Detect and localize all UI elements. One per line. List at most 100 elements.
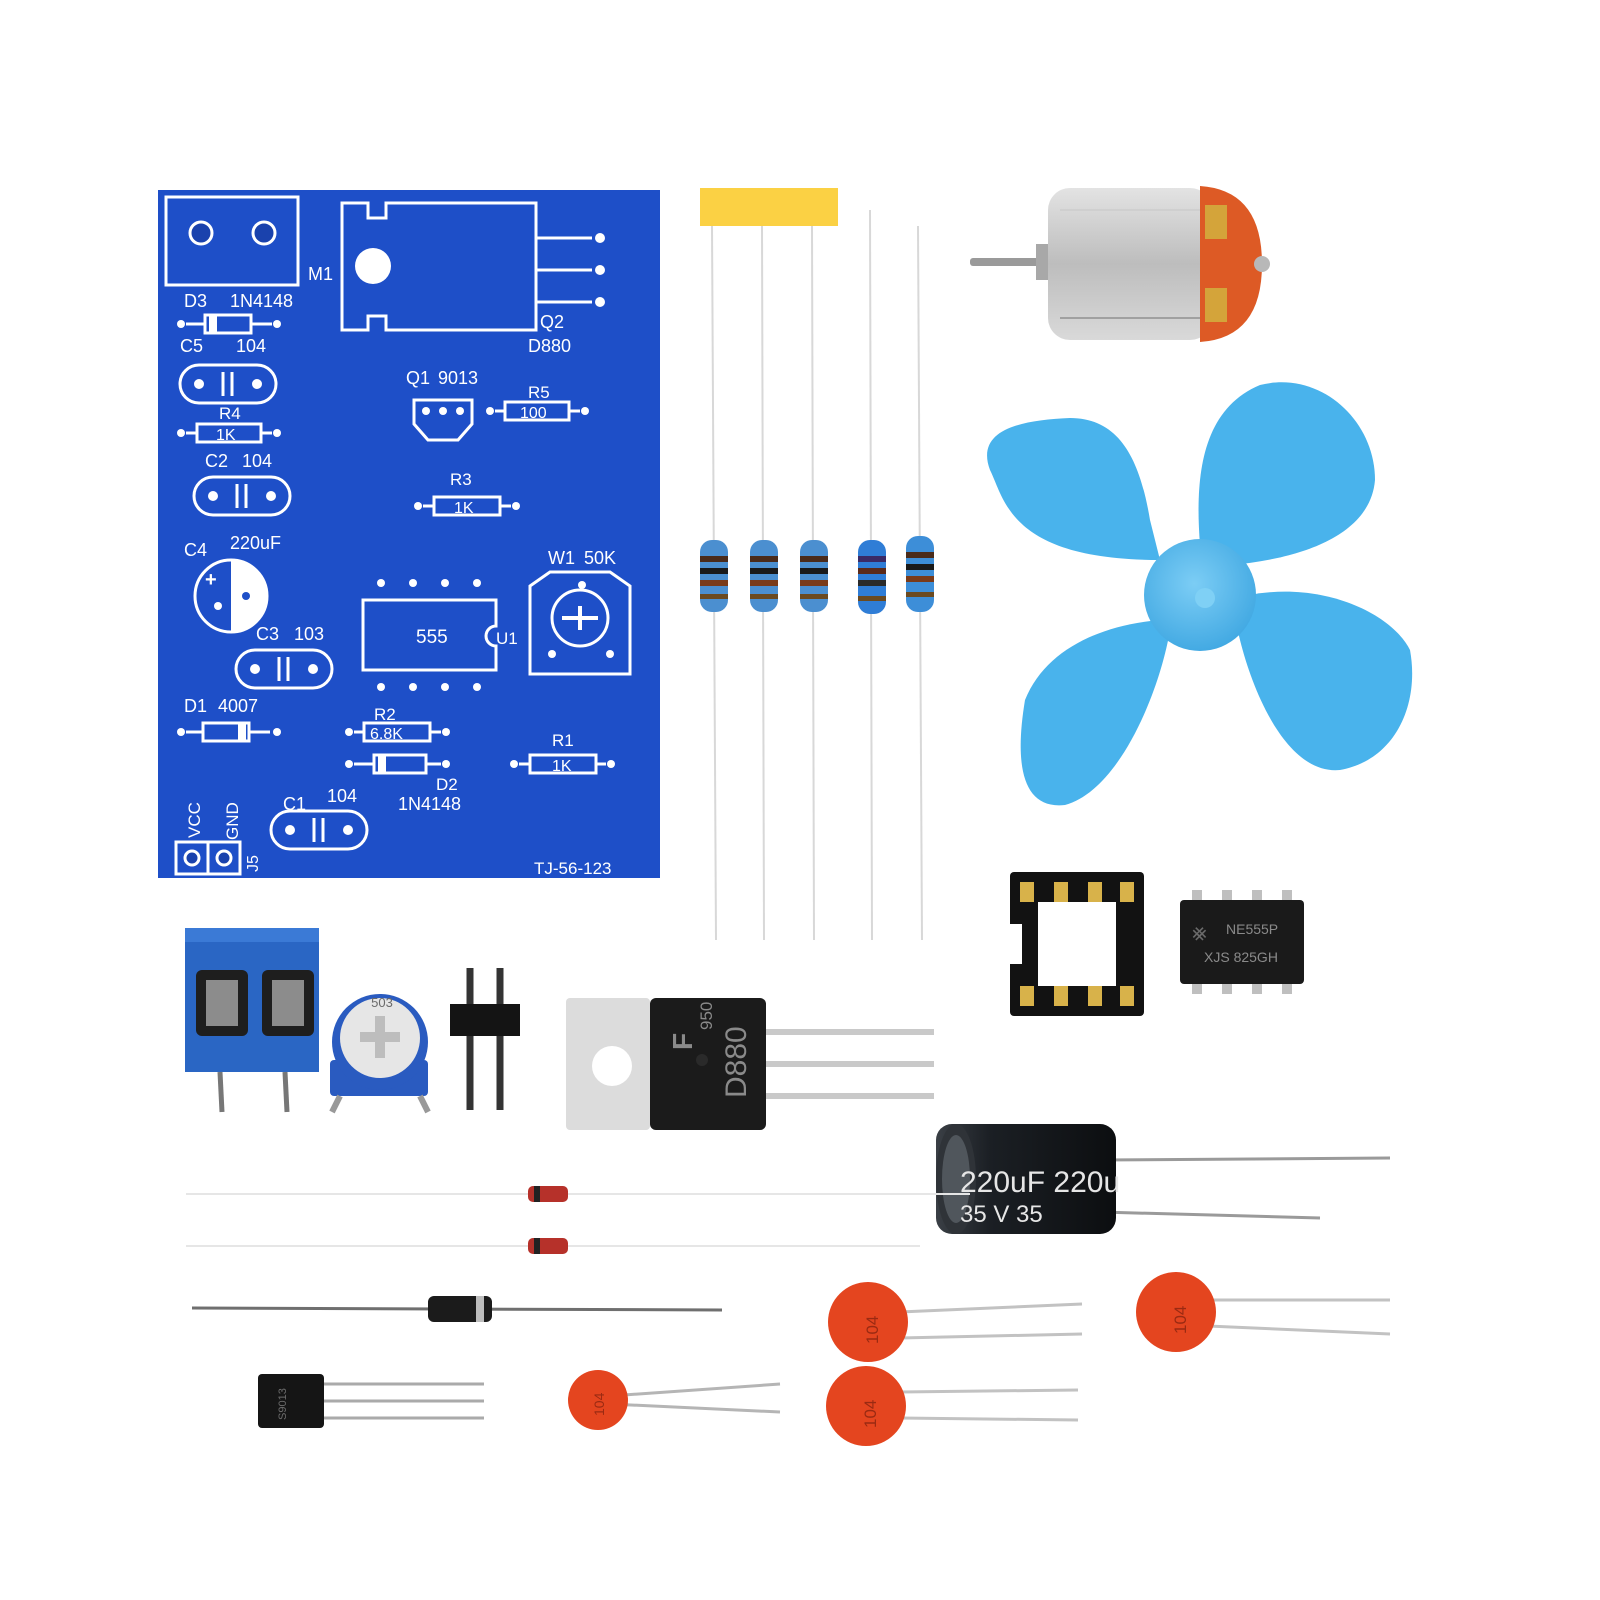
- trimmer-pot: 503: [329, 994, 431, 1114]
- q2-footprint: [340, 201, 605, 332]
- c2-label: C2: [205, 451, 228, 471]
- m1-pad-2: [251, 220, 277, 246]
- ceramic-code-small: 104: [591, 1392, 607, 1416]
- capacitor-rating: 220uF 220u: [960, 1166, 1120, 1199]
- q2-label: Q2: [540, 312, 564, 332]
- pin-header: [450, 968, 520, 1110]
- small-transistor-code: S9013: [277, 1388, 289, 1420]
- resistor-5: [906, 536, 934, 612]
- ceramic-code-3: 104: [861, 1400, 880, 1428]
- w1-label: W1: [548, 548, 575, 568]
- d3-footprint: [177, 313, 281, 335]
- motor-can: [1048, 188, 1212, 340]
- r1-label: R1: [552, 731, 574, 750]
- c3-footprint: [234, 648, 334, 690]
- ne555-chip: ⨳ NE555P XJS 825GH: [1180, 890, 1304, 994]
- ic-socket: [1010, 872, 1144, 1016]
- r2-footprint: [345, 721, 450, 743]
- r3-value: 1K: [454, 500, 474, 517]
- c5-footprint: [178, 363, 278, 405]
- q1-label: Q1: [406, 368, 430, 388]
- transistor-lot: 950: [697, 1002, 716, 1030]
- r1-value: 1K: [552, 758, 572, 775]
- resistor-2: [750, 540, 778, 612]
- capacitor-voltage: 35 V 35: [960, 1201, 1043, 1228]
- u1-value: 555: [416, 627, 448, 648]
- w1-value: 50K: [584, 548, 616, 568]
- dc-motor: [970, 186, 1270, 342]
- c5-value: 104: [236, 336, 266, 356]
- tape-label: [700, 188, 838, 226]
- power-transistor: F 950 D880: [566, 998, 934, 1130]
- ceramic-capacitor-3: 104: [826, 1366, 1079, 1446]
- signal-diode-1: [186, 1186, 970, 1202]
- j5-footprint: [174, 840, 242, 876]
- c4-footprint: +: [193, 558, 269, 634]
- board-id: TJ-56-123: [534, 859, 611, 878]
- r1-footprint: [510, 753, 615, 775]
- r5-value: 100: [520, 405, 547, 422]
- c3-label: C3: [256, 624, 279, 644]
- electrolytic-capacitor: 220uF 220u 35 V 35: [936, 1124, 1391, 1234]
- m1-outline: [164, 195, 300, 287]
- c3-value: 103: [294, 624, 324, 644]
- c2-value: 104: [242, 451, 272, 471]
- m1-label: M1: [308, 264, 333, 284]
- ceramic-capacitor-1: 104: [828, 1282, 1083, 1362]
- r2-label: R2: [374, 705, 396, 724]
- j5-label: J5: [245, 855, 262, 872]
- pcb-board: M1 D3 1N4148 C5 104 R4 1K C2 104: [158, 190, 660, 878]
- ic-logo-icon: ⨳: [1192, 919, 1207, 946]
- vcc-label: VCC: [185, 802, 204, 838]
- resistor-4: [858, 540, 886, 614]
- resistor-strip: [700, 188, 934, 941]
- d1-label: D1: [184, 696, 207, 716]
- c1-footprint: [269, 809, 369, 851]
- resistor-1: [700, 540, 728, 612]
- c1-value: 104: [327, 786, 357, 806]
- ceramic-capacitor-small: 104: [568, 1370, 781, 1430]
- svg-text:+: +: [205, 569, 217, 591]
- pcb-substrate: [158, 190, 660, 878]
- c4-value: 220uF: [230, 533, 281, 553]
- m1-pad-1: [188, 220, 214, 246]
- trimmer-code: 503: [371, 995, 393, 1010]
- transistor-code: D880: [720, 1026, 753, 1098]
- q1-value: 9013: [438, 368, 478, 388]
- fan-blade-4: [1020, 620, 1170, 806]
- r3-footprint: [414, 495, 520, 517]
- gnd-label: GND: [223, 802, 242, 840]
- screw-terminal: [185, 928, 319, 1113]
- q2-value: D880: [528, 336, 571, 356]
- c1-label: C1: [283, 794, 306, 814]
- u1-footprint: [361, 579, 498, 691]
- d3-label: D3: [184, 291, 207, 311]
- small-transistor: S9013: [258, 1374, 484, 1428]
- transistor-brand: F: [667, 1033, 698, 1050]
- r4-footprint: [177, 422, 281, 444]
- d2-value: 1N4148: [398, 794, 461, 814]
- q1-footprint: [412, 398, 474, 442]
- rectifier-diode: [191, 1296, 723, 1322]
- c5-label: C5: [180, 336, 203, 356]
- w1-footprint: [528, 570, 632, 676]
- ceramic-capacitor-2: 104: [1136, 1272, 1391, 1352]
- fan-blade-1: [987, 418, 1160, 560]
- ceramic-code-1: 104: [863, 1316, 882, 1344]
- d3-value: 1N4148: [230, 291, 293, 311]
- d1-footprint: [177, 721, 281, 743]
- r3-label: R3: [450, 470, 472, 489]
- ic-brand: NE555P: [1226, 921, 1278, 937]
- ceramic-code-2: 104: [1171, 1306, 1190, 1334]
- fan-blade-3: [1230, 591, 1413, 771]
- r4-value: 1K: [216, 427, 236, 444]
- d2-footprint: [345, 753, 450, 775]
- d2-label: D2: [436, 775, 458, 794]
- fan-blade-2: [1198, 382, 1375, 565]
- resistor-3: [800, 540, 828, 612]
- r4-label: R4: [219, 404, 241, 423]
- r5-footprint: [486, 400, 589, 422]
- r5-label: R5: [528, 383, 550, 402]
- c2-footprint: [192, 475, 292, 517]
